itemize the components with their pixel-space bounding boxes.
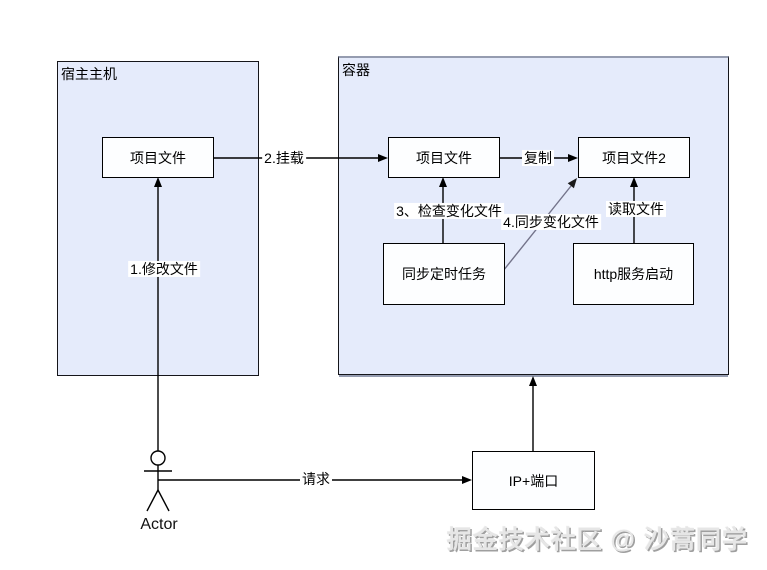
node-http-service-start-label: http服务启动 (593, 266, 674, 282)
edge-label-request: 请求 (300, 470, 332, 488)
arrow-modify-file (154, 177, 162, 451)
node-ip-port: IP+端口 (472, 451, 595, 510)
node-sync-scheduled-task: 同步定时任务 (383, 243, 505, 305)
node-project-files-host-label: 项目文件 (130, 149, 186, 166)
node-ip-port-label: IP+端口 (508, 472, 559, 489)
node-sync-scheduled-task-label: 同步定时任务 (402, 266, 486, 282)
node-project-files-2: 项目文件2 (578, 137, 690, 178)
edge-label-check-changed-files: 3、检查变化文件 (394, 202, 504, 220)
node-project-files-container-label: 项目文件 (416, 149, 472, 166)
actor-label: Actor (140, 516, 178, 533)
edge-label-copy: 复制 (522, 149, 554, 167)
watermark-text: 掘金技术社区 @ 沙蒿同学 (446, 526, 748, 554)
node-project-files-container: 项目文件 (388, 137, 500, 178)
group-host-machine-label: 宿主主机 (61, 66, 117, 82)
edge-label-modify-file: 1.修改文件 (128, 260, 200, 278)
node-project-files-host: 项目文件 (102, 137, 214, 178)
edge-label-read-file: 读取文件 (606, 200, 666, 218)
edge-label-sync-changed-files: 4.同步变化文件 (501, 213, 601, 231)
node-http-service-start: http服务启动 (573, 243, 694, 305)
group-container-label: 容器 (342, 62, 370, 78)
edge-label-mount: 2.挂载 (262, 149, 306, 167)
node-project-files-2-label: 项目文件2 (602, 149, 666, 166)
actor-figure (144, 450, 172, 512)
arrow-ipport-to-container (529, 376, 537, 451)
